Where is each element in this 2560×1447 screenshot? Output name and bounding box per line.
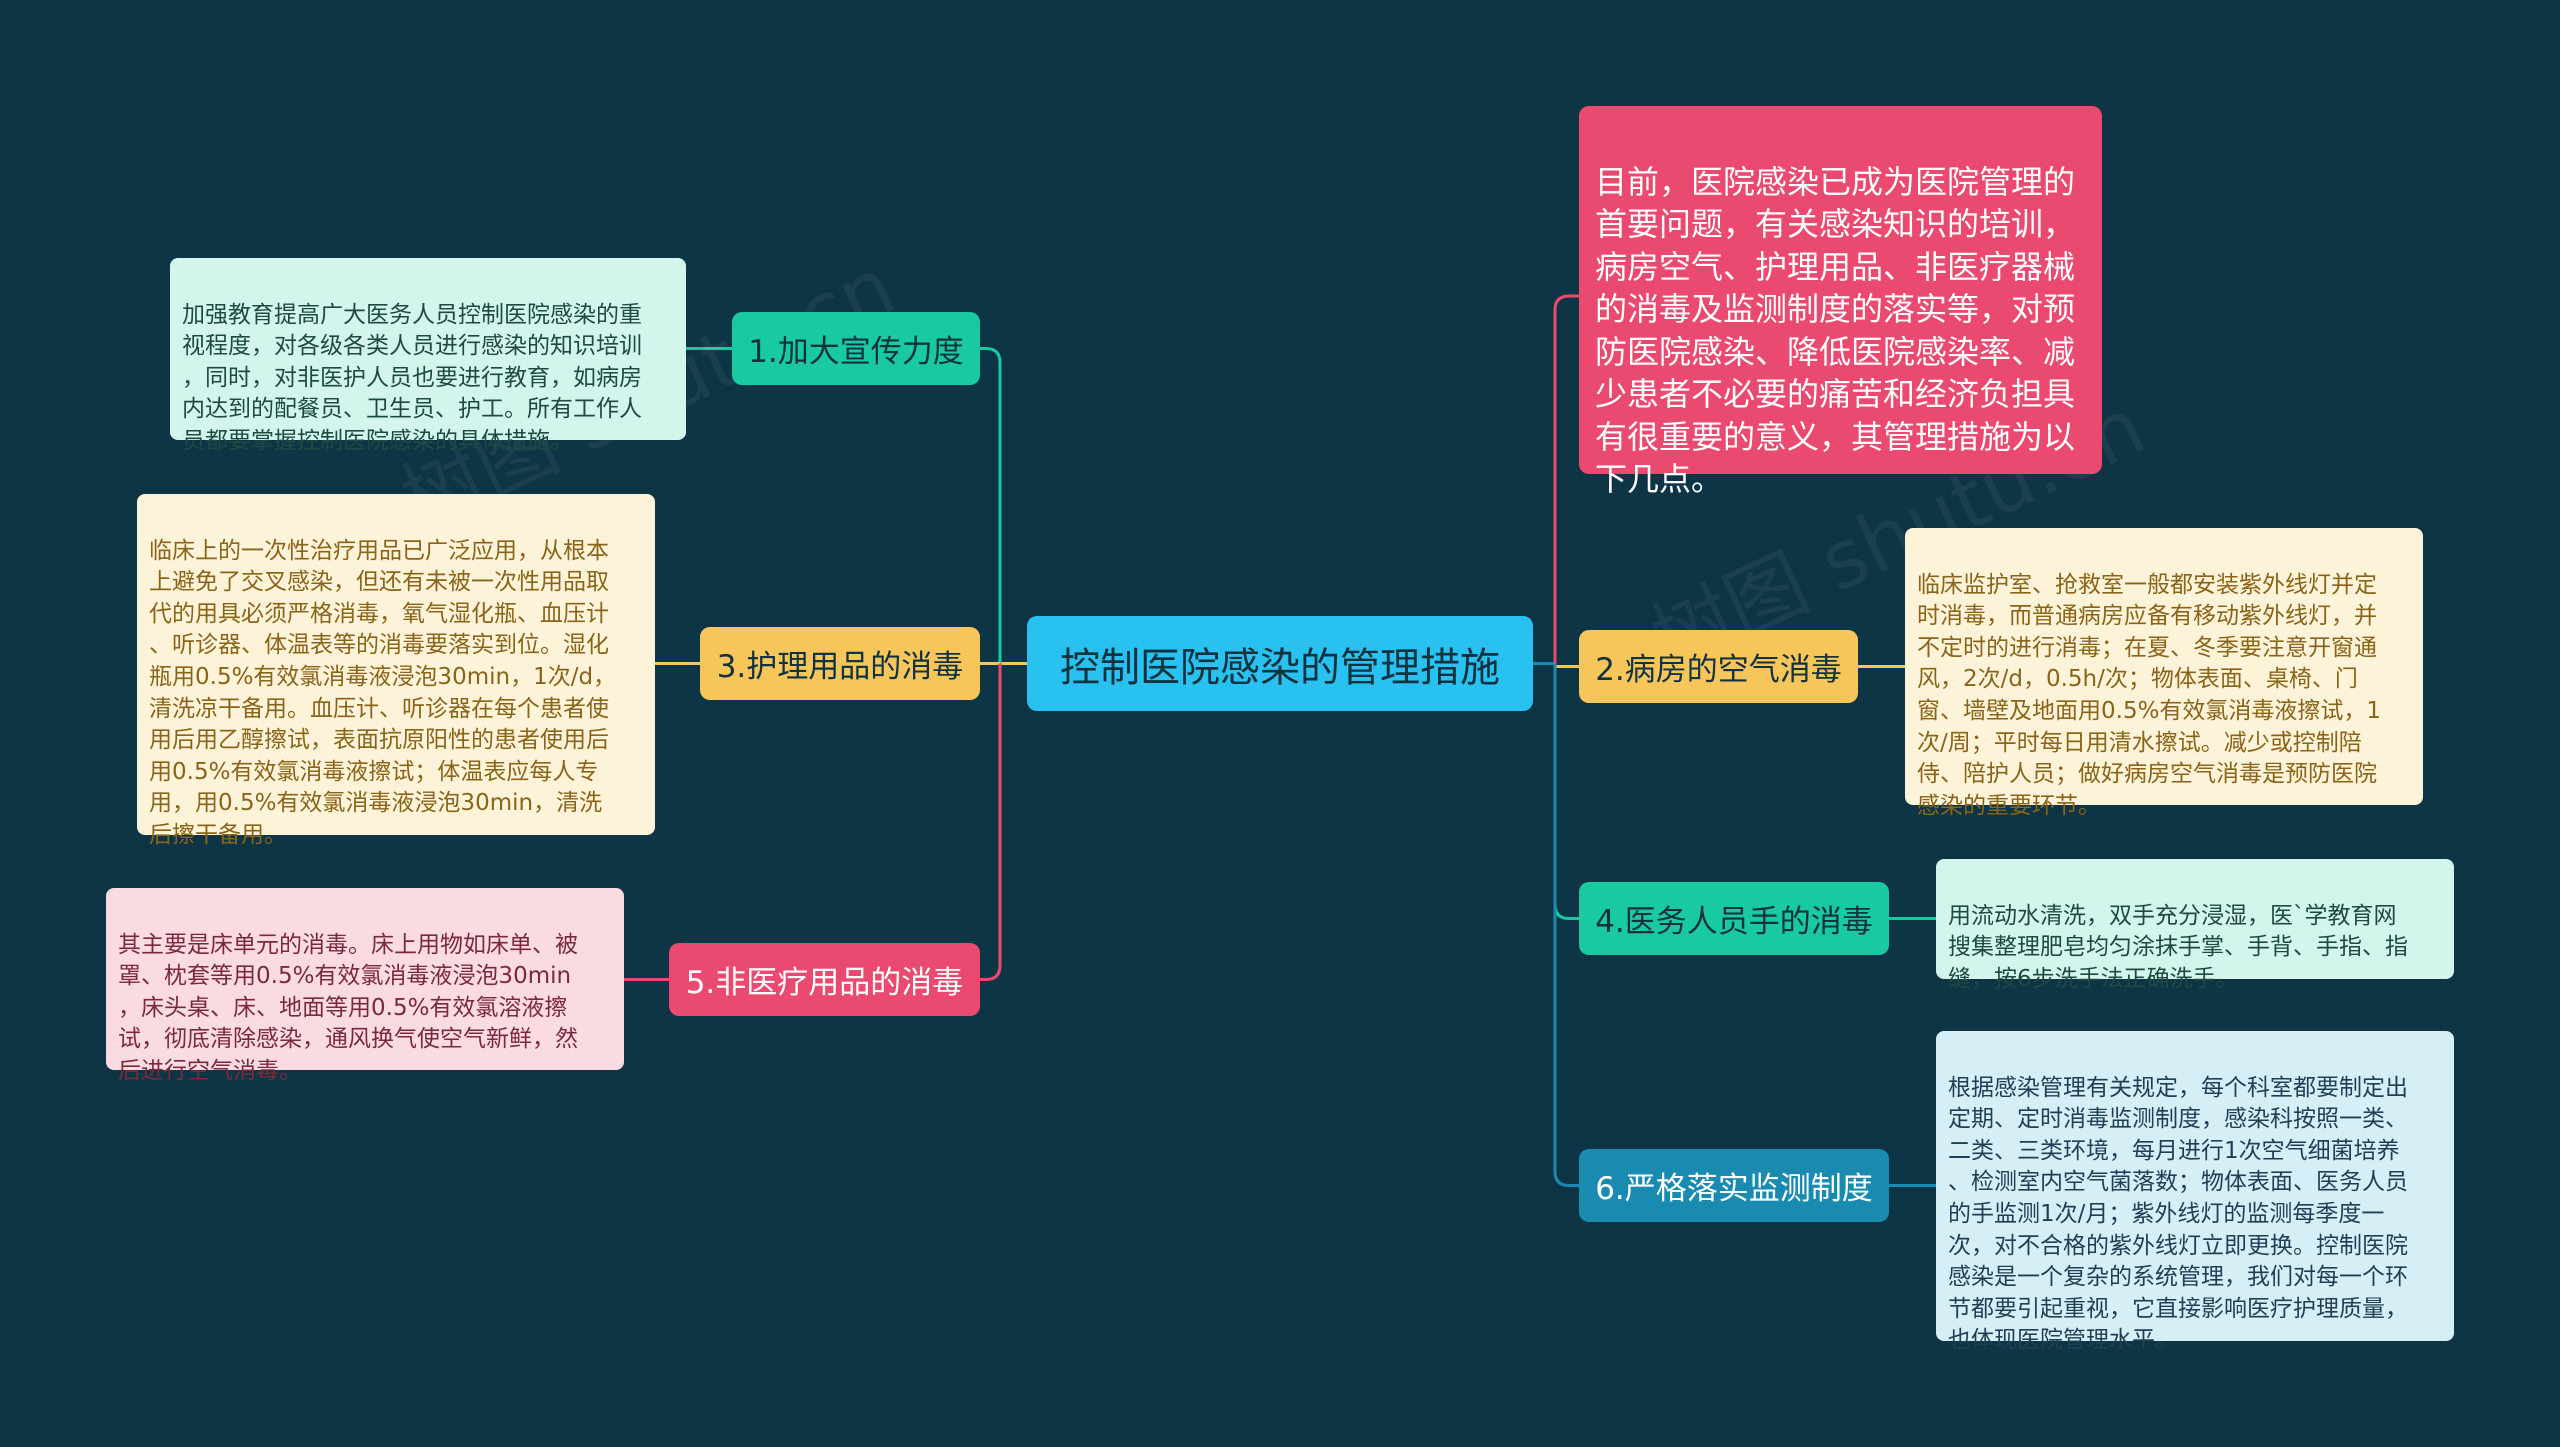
branch-label: 3.护理用品的消毒 (716, 649, 964, 685)
note-text: 根据感染管理有关规定，每个科室都要制定出 定期、定时消毒监测制度，感染科按照一类… (1948, 1074, 2408, 1354)
branch-label: 4.医务人员手的消毒 (1595, 904, 1873, 940)
intro-note: 目前，医院感染已成为医院管理的 首要问题，有关感染知识的培训， 病房空气、护理用… (1579, 106, 2102, 498)
connector-line (1553, 663, 1579, 1187)
connector-line (1553, 294, 1579, 664)
note-text: 其主要是床单元的消毒。床上用物如床单、被 罩、枕套等用0.5%有效氯消毒液浸泡3… (118, 931, 578, 1084)
branch-label: 6.严格落实监测制度 (1595, 1171, 1873, 1207)
note-hand-disinfection: 用流动水清洗，双手充分浸湿，医`学教育网 搜集整理肥皂均匀涂抹手掌、手背、手指、… (1936, 859, 2454, 992)
note-text: 加强教育提高广大医务人员控制医院感染的重 视程度，对各级各类人员进行感染的知识培… (182, 301, 642, 454)
note-non-medical-supplies: 其主要是床单元的消毒。床上用物如床单、被 罩、枕套等用0.5%有效氯消毒液浸泡3… (106, 888, 624, 1084)
branch-2-ward-air[interactable]: 2.病房的空气消毒 (1579, 630, 1858, 703)
note-text: 用流动水清洗，双手充分浸湿，医`学教育网 搜集整理肥皂均匀涂抹手掌、手背、手指、… (1948, 902, 2408, 992)
note-ward-air: 临床监护室、抢救室一般都安装紫外线灯并定 时消毒，而普通病房应备有移动紫外线灯，… (1905, 528, 2423, 819)
central-topic[interactable]: 控制医院感染的管理措施 (1027, 616, 1533, 711)
note-text: 临床监护室、抢救室一般都安装紫外线灯并定 时消毒，而普通病房应备有移动紫外线灯，… (1917, 571, 2382, 819)
branch-4-hand-disinfection[interactable]: 4.医务人员手的消毒 (1579, 882, 1889, 955)
note-text: 临床上的一次性治疗用品已广泛应用，从根本 上避免了交叉感染，但还有未被一次性用品… (149, 537, 617, 848)
note-nursing-supplies: 临床上的一次性治疗用品已广泛应用，从根本 上避免了交叉感染，但还有未被一次性用品… (137, 494, 655, 848)
connector-line (1553, 663, 1579, 920)
note-publicity: 加强教育提高广大医务人员控制医院感染的重 视程度，对各级各类人员进行感染的知识培… (170, 258, 686, 454)
branch-5-non-medical-supplies[interactable]: 5.非医疗用品的消毒 (669, 943, 980, 1016)
branch-label: 5.非医疗用品的消毒 (685, 965, 964, 1001)
branch-1-publicity[interactable]: 1.加大宣传力度 (732, 312, 980, 385)
branch-6-monitoring-system[interactable]: 6.严格落实监测制度 (1579, 1149, 1889, 1222)
intro-text: 目前，医院感染已成为医院管理的 首要问题，有关感染知识的培训， 病房空气、护理用… (1595, 162, 2076, 499)
connector-line (1553, 663, 1579, 668)
note-monitoring-system: 根据感染管理有关规定，每个科室都要制定出 定期、定时消毒监测制度，感染科按照一类… (1936, 1031, 2454, 1353)
branch-3-nursing-supplies[interactable]: 3.护理用品的消毒 (700, 627, 980, 700)
central-topic-label: 控制医院感染的管理措施 (1060, 644, 1500, 691)
connector-line (980, 347, 1002, 664)
branch-label: 2.病房的空气消毒 (1595, 652, 1842, 688)
branch-label: 1.加大宣传力度 (748, 334, 964, 370)
connector-line (980, 663, 1002, 981)
